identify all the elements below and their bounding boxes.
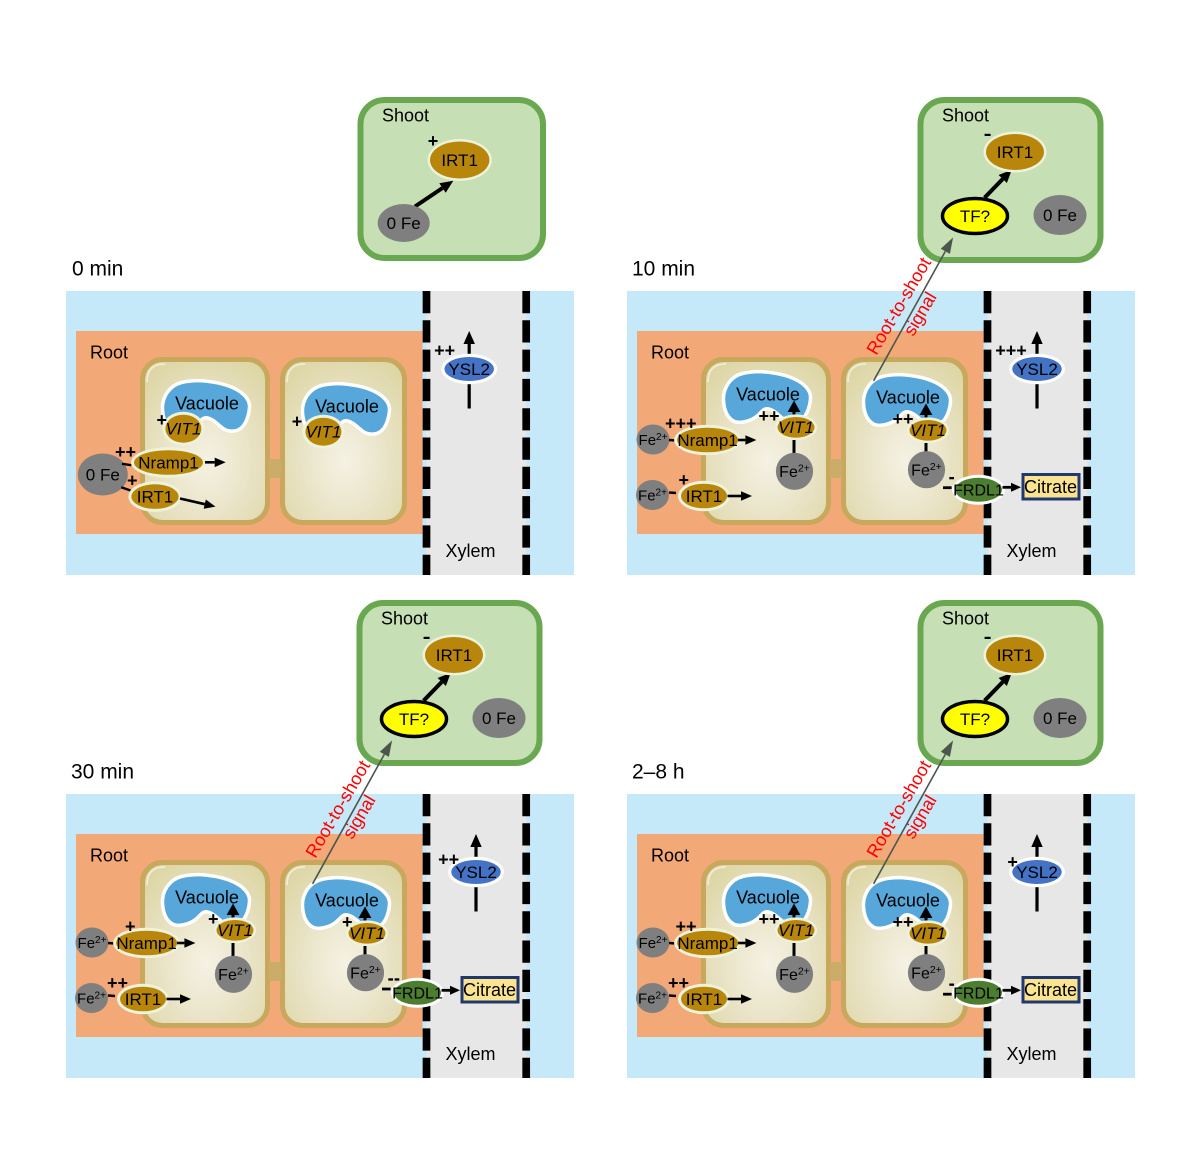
svg-text:Shoot: Shoot [942,106,989,126]
svg-text:+: + [156,410,167,430]
svg-text:YSL2: YSL2 [1016,360,1058,379]
svg-text:++: ++ [758,909,779,929]
svg-text:Shoot: Shoot [382,106,429,126]
svg-text:Vacuole: Vacuole [876,388,940,408]
svg-text:++: ++ [668,973,689,993]
svg-text:Xylem: Xylem [445,541,495,561]
svg-text:TF?: TF? [399,710,429,729]
svg-text:0 Fe: 0 Fe [482,709,516,728]
svg-text:0 Fe: 0 Fe [1043,709,1077,728]
svg-text:VIT1: VIT1 [778,418,814,437]
svg-text:Vacuole: Vacuole [175,394,239,414]
svg-text:Root: Root [90,846,128,866]
svg-text:Xylem: Xylem [1006,541,1056,561]
svg-text:++: ++ [107,973,128,993]
svg-text:Citrate: Citrate [1024,980,1077,1000]
svg-text:IRT1: IRT1 [125,990,162,1009]
svg-text:FRDL1: FRDL1 [953,985,1004,1002]
svg-text:+: + [125,917,136,937]
svg-text:FRDL1: FRDL1 [392,985,443,1002]
svg-text:VIT1: VIT1 [910,924,946,943]
svg-text:0 Fe: 0 Fe [86,466,120,485]
svg-text:+: + [292,412,303,432]
svg-text:VIT1: VIT1 [305,423,341,442]
svg-text:+: + [342,912,353,932]
svg-text:VIT1: VIT1 [349,924,385,943]
svg-text:++: ++ [675,917,696,937]
svg-text:+++: +++ [995,341,1027,361]
svg-text:VIT1: VIT1 [217,921,253,940]
svg-text:Vacuole: Vacuole [736,385,800,405]
svg-text:YSL2: YSL2 [455,863,497,882]
svg-text:Root: Root [651,846,689,866]
svg-text:Vacuole: Vacuole [736,888,800,908]
svg-text:Nramp1: Nramp1 [677,431,737,450]
svg-text:0 Fe: 0 Fe [1043,206,1077,225]
svg-text:Citrate: Citrate [1024,477,1077,497]
svg-text:YSL2: YSL2 [1016,863,1058,882]
svg-text:Root: Root [651,343,689,363]
svg-text:Nramp1: Nramp1 [138,454,198,473]
svg-text:VIT1: VIT1 [910,421,946,440]
svg-text:Vacuole: Vacuole [315,891,379,911]
svg-text:IRT1: IRT1 [686,487,723,506]
svg-text:+: + [678,470,689,490]
svg-text:Vacuole: Vacuole [175,888,239,908]
svg-text:Xylem: Xylem [1006,1044,1056,1064]
svg-text:++: ++ [115,442,136,462]
svg-text:IRT1: IRT1 [997,646,1034,665]
svg-text:FRDL1: FRDL1 [953,482,1004,499]
svg-text:Nramp1: Nramp1 [116,934,176,953]
svg-text:YSL2: YSL2 [448,360,490,379]
svg-text:Vacuole: Vacuole [876,891,940,911]
svg-text:Xylem: Xylem [445,1044,495,1064]
svg-text:10 min: 10 min [632,258,695,281]
svg-text:+: + [127,471,138,491]
svg-text:Shoot: Shoot [381,609,428,629]
svg-text:TF?: TF? [960,710,990,729]
svg-text:0 min: 0 min [72,258,123,281]
svg-text:VIT1: VIT1 [778,921,814,940]
svg-text:Shoot: Shoot [942,609,989,629]
svg-text:30 min: 30 min [71,761,134,784]
svg-text:++: ++ [434,341,455,361]
svg-text:Nramp1: Nramp1 [677,934,737,953]
svg-text:Vacuole: Vacuole [315,397,379,417]
svg-text:Root: Root [90,343,128,363]
svg-text:++: ++ [758,406,779,426]
svg-text:IRT1: IRT1 [441,151,478,170]
svg-text:++: ++ [892,912,913,932]
svg-text:+: + [1007,852,1018,872]
svg-text:0 Fe: 0 Fe [387,214,421,233]
svg-text:IRT1: IRT1 [997,143,1034,162]
svg-text:IRT1: IRT1 [686,990,723,1009]
svg-text:2–8 h: 2–8 h [632,761,685,784]
svg-text:+: + [428,131,439,151]
svg-text:IRT1: IRT1 [137,488,174,507]
svg-text:+: + [208,909,219,929]
svg-text:Citrate: Citrate [463,980,516,1000]
svg-text:++: ++ [892,409,913,429]
svg-text:IRT1: IRT1 [436,646,473,665]
svg-text:VIT1: VIT1 [165,420,201,439]
svg-text:++: ++ [438,850,459,870]
svg-text:TF?: TF? [960,207,990,226]
svg-text:+++: +++ [665,414,697,434]
